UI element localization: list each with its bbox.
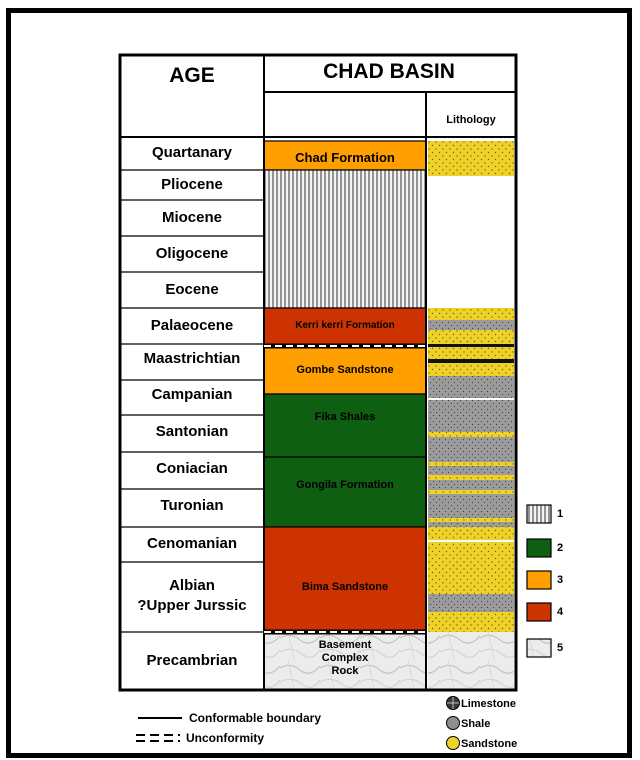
lithology-segment: [428, 475, 514, 480]
age-label: Precambrian: [147, 652, 238, 669]
lithology-segment: [428, 363, 514, 376]
legend-number: 3: [557, 574, 563, 586]
formation-label: Chad Formation: [295, 150, 395, 165]
legend-number: 5: [557, 642, 563, 654]
formation-label: Bima Sandstone: [302, 581, 388, 593]
formation-block: [264, 394, 426, 457]
lithology-segment: [428, 344, 514, 347]
lithology-segment: [428, 494, 514, 518]
lithology-segment: [428, 437, 514, 462]
age-label: Turonian: [160, 497, 223, 514]
lithology-segment: [428, 594, 514, 612]
age-label: Quartanary: [152, 144, 233, 161]
lithology-segment: [428, 518, 514, 522]
lithology-legend-label: Sandstone: [461, 738, 517, 750]
formation-label: Fika Shales: [315, 411, 376, 423]
formation-label: Gombe Sandstone: [296, 364, 393, 376]
legend-number: 2: [557, 542, 563, 554]
formation-label: Kerri kerri Formation: [295, 320, 394, 331]
lithology-segment: [428, 480, 514, 490]
formation-label: Gongila Formation: [296, 479, 394, 491]
formation-label: Rock: [332, 665, 360, 677]
legend-conformable: Conformable boundary: [189, 711, 321, 725]
formation-block: [264, 457, 426, 527]
legend-swatch: [527, 639, 551, 657]
lithology-segment: [428, 308, 514, 320]
lithology-segment: [428, 400, 514, 432]
lithology-legend-icon: [447, 737, 460, 750]
lithology-segment: [428, 347, 514, 359]
lithology-segment: [428, 330, 514, 344]
basin-title: CHAD BASIN: [323, 60, 455, 83]
formation-block: [264, 527, 426, 632]
lithology-segment: [428, 542, 514, 562]
legend-swatch: [527, 571, 551, 589]
age-label: Campanian: [152, 386, 233, 403]
formation-block: [264, 170, 426, 308]
lithology-segment: [428, 359, 514, 363]
legend-number: 4: [557, 606, 564, 618]
lithology-segment: [428, 540, 514, 542]
lithology-legend-label: Shale: [461, 718, 490, 730]
legend-swatch: [527, 539, 551, 557]
age-label: Miocene: [162, 209, 222, 226]
age-label: Eocene: [165, 281, 218, 298]
lithology-segment: [428, 632, 514, 690]
age-label: Albian: [169, 577, 215, 594]
lithology-segment: [428, 176, 514, 308]
age-label: ?Upper Jurssic: [137, 597, 246, 614]
age-header: AGE: [169, 64, 215, 87]
lithology-segment: [428, 612, 514, 632]
lithology-segment: [428, 466, 514, 475]
formation-label: Complex: [322, 652, 369, 664]
lithology-segment: [428, 562, 514, 594]
lithology-segment: [428, 527, 514, 540]
lithology-segment: [428, 432, 514, 437]
age-label: Pliocene: [161, 176, 223, 193]
age-label: Oligocene: [156, 245, 229, 262]
lithology-segment: [428, 320, 514, 330]
lithology-segment: [428, 376, 514, 398]
age-label: Santonian: [156, 423, 229, 440]
lithology-legend-label: Limestone: [461, 698, 516, 710]
lithology-segment: [428, 398, 514, 400]
legend-unconformity: Unconformity: [186, 731, 264, 745]
lithology-segment: [428, 490, 514, 494]
legend-swatch: [527, 505, 551, 523]
lithology-segment: [428, 522, 514, 527]
lithology-segment: [428, 141, 514, 176]
age-label: Palaeocene: [151, 317, 234, 334]
formation-label: Basement: [319, 639, 372, 651]
lithology-legend-icon: [447, 717, 460, 730]
legend-number: 1: [557, 508, 563, 520]
lithology-header: Lithology: [446, 114, 496, 126]
lithology-segment: [428, 462, 514, 466]
age-label: Maastrichtian: [144, 350, 241, 367]
age-label: Coniacian: [156, 460, 228, 477]
age-label: Cenomanian: [147, 535, 237, 552]
legend-swatch: [527, 603, 551, 621]
